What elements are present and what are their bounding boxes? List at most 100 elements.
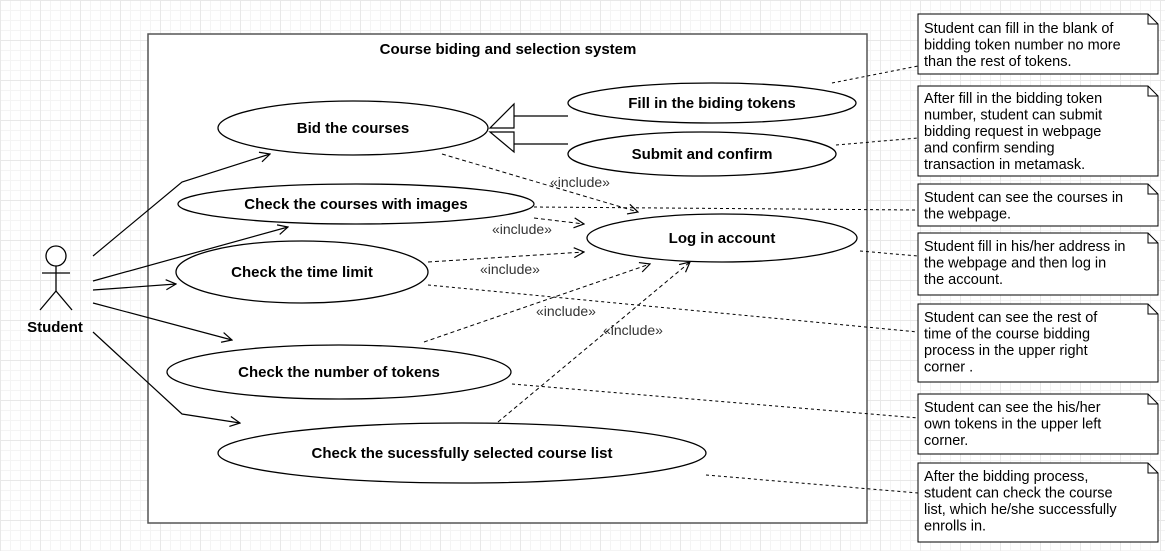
note-6-box	[917, 393, 1159, 455]
use-case-fill-label: Fill in the biding tokens	[628, 95, 796, 112]
note-line: time of the course bidding	[924, 327, 1090, 343]
assoc-bid	[92, 154, 270, 257]
note-link-4	[859, 250, 919, 257]
note-1-fold	[1147, 14, 1158, 25]
note-4-fold	[1147, 233, 1158, 244]
use-case-time: Check the time limit	[175, 240, 429, 304]
use-case-images: Check the courses with images	[177, 183, 535, 225]
note-line: than the rest of tokens.	[924, 54, 1072, 70]
include-label-3: «include»	[480, 261, 540, 277]
note-3-box	[917, 183, 1159, 227]
note-5-box	[917, 303, 1159, 383]
use-case-list-shape	[217, 422, 707, 484]
actor-head	[45, 245, 67, 267]
use-case-list: Check the sucessfully selected course li…	[217, 422, 707, 484]
note-6-fold	[1147, 394, 1158, 405]
note-line: transaction in metamask.	[924, 157, 1085, 173]
use-case-login-label: Log in account	[669, 230, 776, 247]
note-line: After the bidding process,	[924, 469, 1088, 485]
use-case-bid-shape	[217, 100, 489, 156]
note-5-fold	[1147, 304, 1158, 315]
note-line: the webpage.	[924, 207, 1011, 223]
use-case-submit-shape	[567, 131, 837, 177]
note-line: the webpage and then log in	[924, 256, 1106, 272]
note-line: Student can see the his/her	[924, 400, 1101, 416]
note-2-fold	[1147, 86, 1158, 97]
note-line: enrolls in.	[924, 519, 986, 535]
actor-label: Student	[27, 319, 83, 336]
note-link-3	[533, 206, 919, 211]
note-line: After fill in the bidding token	[924, 91, 1102, 107]
use-case-submit: Submit and confirm	[567, 131, 837, 177]
note-7-text: After the bidding process,student can ch…	[924, 469, 1117, 535]
include-time-login	[427, 252, 584, 263]
use-case-tokens-label: Check the number of tokens	[238, 364, 440, 381]
use-case-time-label: Check the time limit	[231, 264, 373, 281]
note-line: Student can see the courses in	[924, 190, 1123, 206]
note-line: and confirm sending	[924, 141, 1055, 157]
use-case-tokens: Check the number of tokens	[166, 344, 512, 400]
assoc-list	[92, 331, 240, 423]
note-7-box	[917, 462, 1159, 543]
note-link-6	[511, 383, 919, 419]
use-case-submit-label: Submit and confirm	[632, 146, 773, 163]
use-case-bid-label: Bid the courses	[297, 120, 410, 137]
note-7-fold	[1147, 463, 1158, 474]
assoc-time	[92, 284, 176, 291]
note-4-box	[917, 232, 1159, 296]
generalizations	[488, 102, 568, 154]
note-3-fold	[1147, 184, 1158, 195]
note-line: number, student can submit	[924, 108, 1102, 124]
note-line: student can check the course	[924, 486, 1113, 502]
include-tokens-login	[423, 264, 650, 343]
note-line: corner .	[924, 360, 973, 376]
gen-submit-head	[488, 131, 515, 154]
include-dependencies	[423, 153, 690, 423]
use-case-login: Log in account	[586, 213, 858, 263]
use-case-time-shape	[175, 240, 429, 304]
note-line: Student fill in his/her address in	[924, 239, 1126, 255]
use-case-images-shape	[177, 183, 535, 225]
note-line: process in the upper right	[924, 343, 1088, 359]
note-link-1	[831, 65, 919, 84]
system-title: Course biding and selection system	[380, 41, 637, 58]
note-1-box	[917, 13, 1159, 75]
use-case-list-label: Check the sucessfully selected course li…	[312, 445, 613, 462]
include-label-5: «include»	[603, 322, 663, 338]
note-line: the account.	[924, 272, 1003, 288]
assoc-images	[92, 227, 288, 282]
note-connectors	[427, 65, 919, 494]
note-line: Student can fill in the blank of	[924, 21, 1114, 37]
actor-student: Student	[27, 245, 83, 336]
note-7: After the bidding process,student can ch…	[917, 462, 1159, 543]
associations	[92, 154, 288, 423]
use-case-tokens-shape	[166, 344, 512, 400]
use-case-fill-shape	[567, 82, 857, 124]
use-case-login-shape	[586, 213, 858, 263]
actor-left-leg	[39, 290, 57, 311]
note-link-5	[427, 284, 919, 333]
include-label-2: «include»	[492, 221, 552, 237]
note-line: bidding request in webpage	[924, 124, 1101, 140]
note-2-box	[917, 85, 1159, 177]
gen-fill-head	[488, 102, 515, 129]
note-line: bidding token number no more	[924, 38, 1121, 54]
use-case-fill: Fill in the biding tokens	[567, 82, 857, 124]
note-line: own tokens in the upper left	[924, 417, 1101, 433]
include-images-login	[533, 218, 584, 224]
include-bid-login	[441, 153, 638, 212]
include-label-4: «include»	[536, 303, 596, 319]
assoc-tokens	[92, 302, 232, 340]
actor-right-leg	[55, 290, 73, 311]
